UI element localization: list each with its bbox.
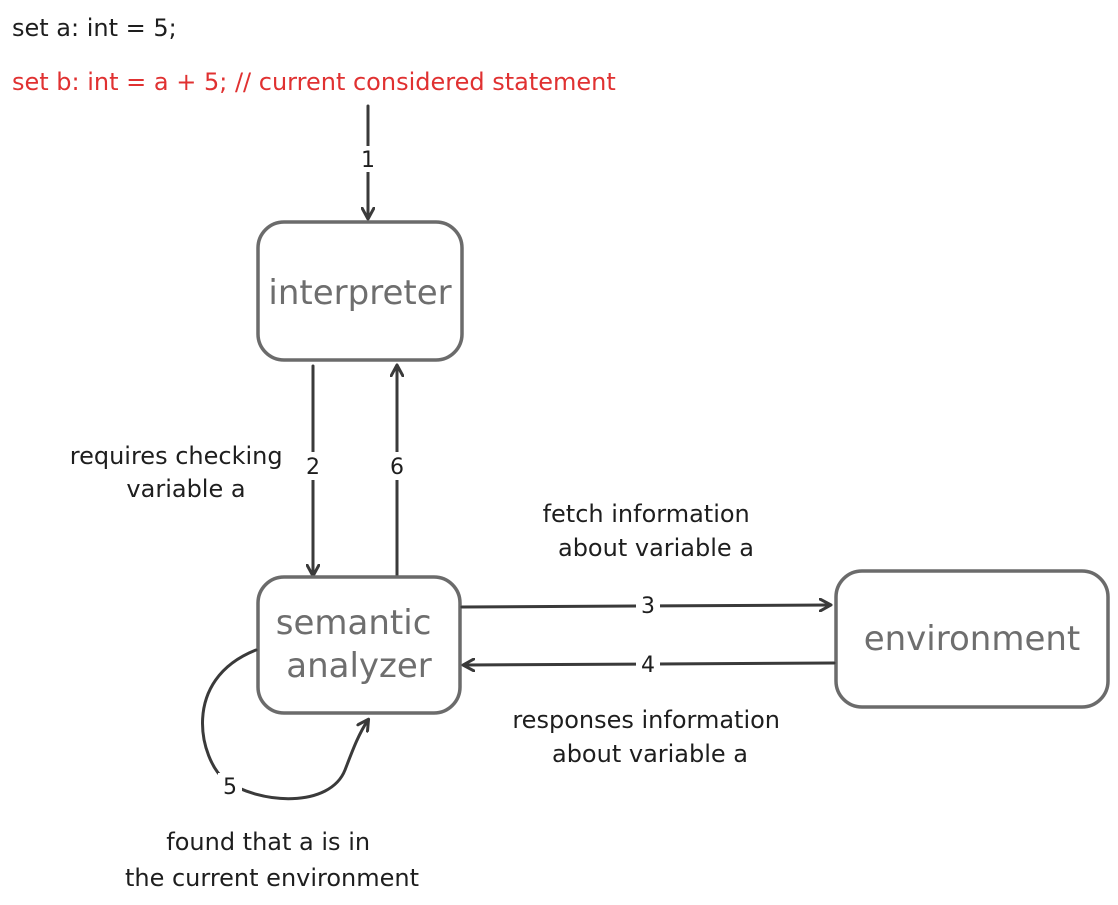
step-3-label: 3 (641, 594, 655, 619)
fetch-information-note: fetch information about variable a (543, 500, 758, 562)
step-4-label: 4 (641, 653, 655, 678)
semantic-analyzer-label: semantic analyzer (276, 603, 442, 686)
semantic-analyzer-node (256, 575, 462, 715)
interpreter-node (256, 220, 464, 362)
responses-information-note: responses information about variable a (512, 706, 787, 768)
environment-node (834, 569, 1110, 709)
found-in-environment-note: found that a is in the current environme… (125, 828, 419, 892)
code-line-2-current-statement: set b: int = a + 5; // current considere… (12, 68, 616, 96)
environment-label: environment (864, 619, 1081, 659)
step-2-label: 2 (306, 455, 320, 480)
step-1-label: 1 (361, 148, 375, 173)
interpreter-label: interpreter (268, 273, 451, 313)
requires-checking-note: requires checking variable a (70, 442, 290, 503)
step-5-label: 5 (223, 775, 237, 800)
arrow-step-5-self-loop (201, 648, 368, 801)
step-6-label: 6 (390, 455, 404, 480)
code-line-1: set a: int = 5; (12, 14, 177, 42)
